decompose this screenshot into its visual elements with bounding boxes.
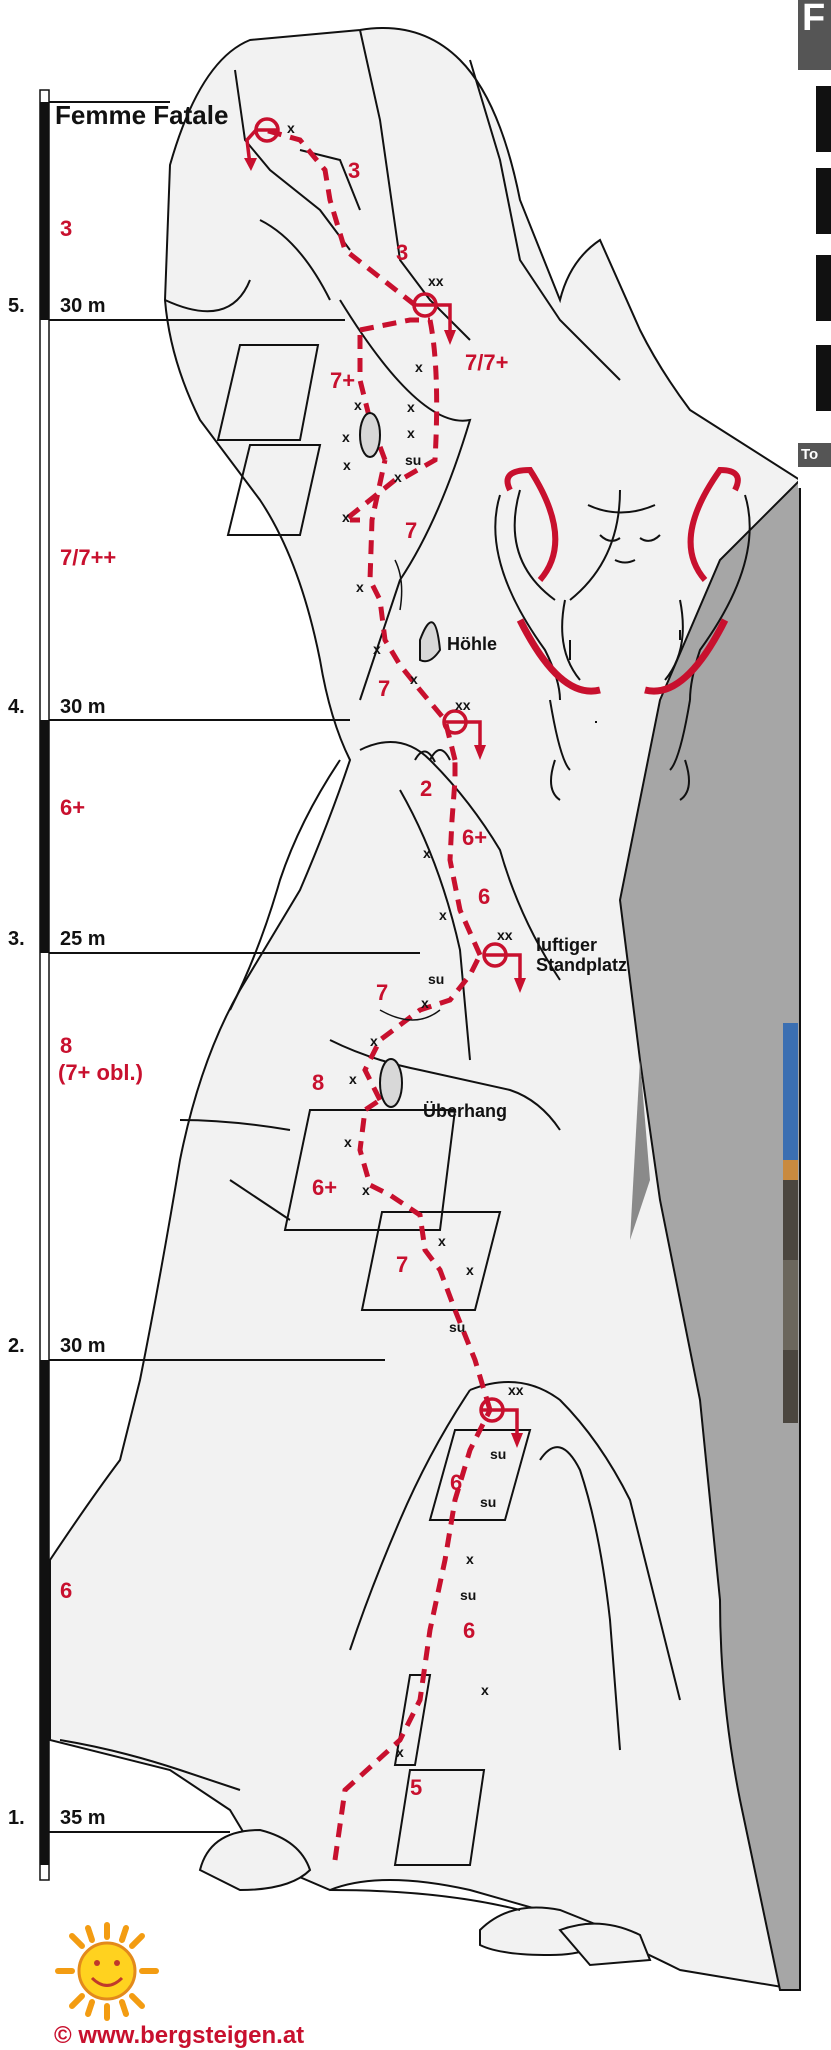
route-grade: 6 (450, 1470, 462, 1495)
pitch-grade-4: 7/7++ (60, 545, 116, 570)
bolt-marker: x (407, 399, 415, 415)
bolt-marker: su (405, 452, 421, 468)
route-grade: 5 (410, 1775, 422, 1800)
bolt-marker: x (342, 509, 350, 525)
bolt-marker: x (438, 1233, 446, 1249)
route-grade: 7/7+ (465, 350, 508, 375)
sun-logo-icon (58, 1925, 156, 2018)
feature-cave-label: Höhle (447, 634, 497, 654)
pitch-length-1: 35 m (60, 1807, 106, 1829)
pitch-number-5: 5. (8, 295, 25, 317)
pitch-length-2: 30 m (60, 1335, 106, 1357)
pitch-number-2: 2. (8, 1335, 25, 1357)
bolt-marker: su (428, 971, 444, 987)
panel-icon-row (816, 345, 831, 411)
panel-icon-row (816, 255, 831, 321)
route-grade: 7 (378, 676, 390, 701)
bolt-marker: x (439, 907, 447, 923)
bolt-marker: x (410, 671, 418, 687)
route-grade: 6 (463, 1618, 475, 1643)
pitch-grade-2: 8 (60, 1033, 72, 1058)
bolt-marker: x (287, 120, 295, 136)
route-grade: 7 (405, 518, 417, 543)
bolt-marker: xx (508, 1382, 524, 1398)
panel-icon-row (816, 86, 831, 152)
bolt-marker: x (343, 457, 351, 473)
bolt-marker: su (449, 1319, 465, 1335)
feature-airy-belay-label-1: luftiger (536, 935, 597, 955)
bolt-marker: x (415, 359, 423, 375)
bolt-marker: su (490, 1446, 506, 1462)
pitch-grade-3: 6+ (60, 795, 85, 820)
bolt-marker: x (356, 579, 364, 595)
panel-header: F (798, 0, 831, 70)
pitch-length-5: 30 m (60, 295, 106, 317)
route-grade: 6 (478, 884, 490, 909)
pitch-number-1: 1. (8, 1807, 25, 1829)
pitch-length-3: 25 m (60, 928, 106, 950)
route-grade: 6+ (312, 1175, 337, 1200)
feature-airy-belay-label-2: Standplatz (536, 955, 627, 975)
panel-icon-row (816, 168, 831, 234)
bolt-marker: su (480, 1494, 496, 1510)
route-grade: 3 (348, 158, 360, 183)
bolt-marker: x (481, 1682, 489, 1698)
route-grade: 7 (376, 980, 388, 1005)
route-grade: 2 (420, 776, 432, 801)
bolt-marker: xx (497, 927, 513, 943)
pitch-grade-1: 6 (60, 1578, 72, 1603)
bolt-marker: x (396, 1744, 404, 1760)
route-grade: 7 (396, 1252, 408, 1277)
bolt-marker: x (466, 1262, 474, 1278)
route-grade: 6+ (462, 825, 487, 850)
bolt-marker: x (373, 641, 381, 657)
bolt-marker: x (362, 1182, 370, 1198)
pitch-length-4: 30 m (60, 696, 106, 718)
route-title: Femme Fatale (55, 100, 228, 130)
route-grade: 3 (396, 240, 408, 265)
copyright-link[interactable]: © www.bergsteigen.at (54, 2022, 304, 2050)
bolt-marker: x (349, 1071, 357, 1087)
bolt-marker: su (460, 1587, 476, 1603)
bolt-marker: x (394, 469, 402, 485)
panel-footer: To (798, 443, 831, 467)
bolt-marker: x (421, 995, 429, 1011)
bolt-marker: xx (428, 273, 444, 289)
pitch-number-3: 3. (8, 928, 25, 950)
photo-inset (783, 1023, 798, 1423)
pitch-number-4: 4. (8, 696, 25, 718)
right-info-panel: F To (798, 0, 831, 488)
pitch-grade-5: 3 (60, 216, 72, 241)
bolt-marker: x (466, 1551, 474, 1567)
bolt-marker: x (354, 397, 362, 413)
bolt-marker: x (344, 1134, 352, 1150)
route-grade: 7+ (330, 368, 355, 393)
bolt-marker: x (342, 429, 350, 445)
pitch-grade-2-note: (7+ obl.) (58, 1060, 143, 1085)
bolt-marker: xx (455, 697, 471, 713)
bolt-marker: x (423, 845, 431, 861)
bolt-marker: x (407, 425, 415, 441)
bolt-marker: x (370, 1033, 378, 1049)
feature-overhang-label: Überhang (423, 1101, 507, 1121)
route-grade: 8 (312, 1070, 324, 1095)
